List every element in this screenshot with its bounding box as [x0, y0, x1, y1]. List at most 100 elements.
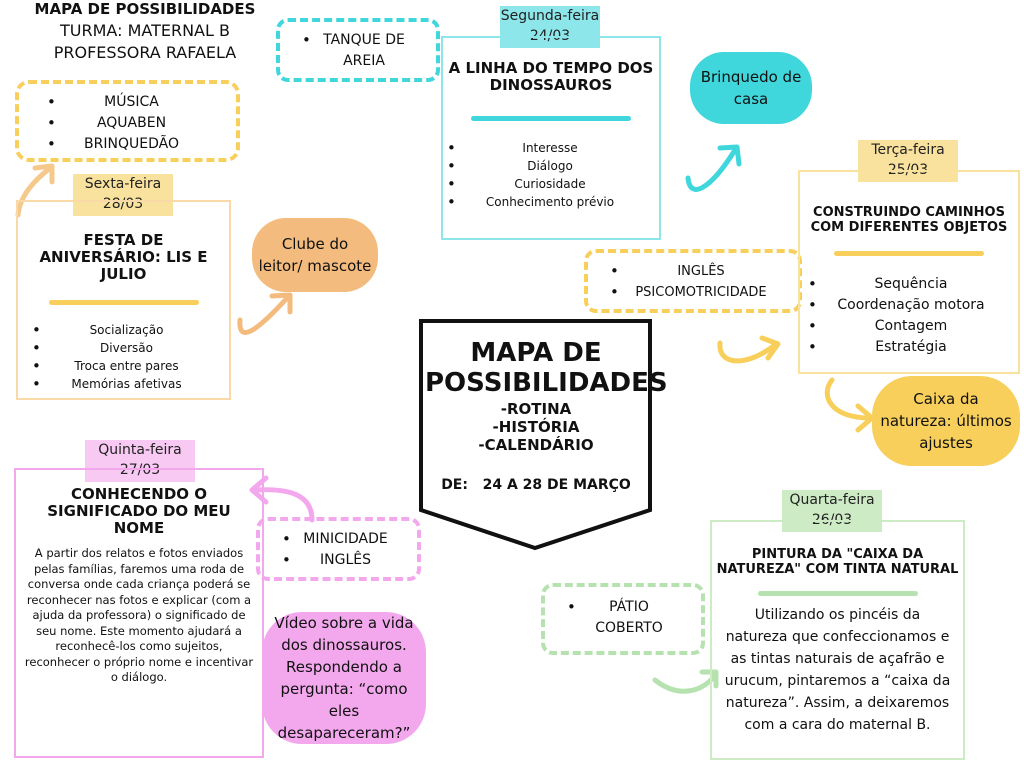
list-item: Coordenação motora	[808, 295, 1014, 316]
list-item: MÚSICA	[47, 92, 216, 113]
title-underline	[757, 591, 918, 597]
item-text: AQUABEN	[96, 115, 167, 131]
item-text: Socialização	[89, 323, 164, 338]
card-title: FESTA DE ANIVERSÁRIO: LIS E JULIO	[39, 231, 208, 283]
card-paragraph: A partir dos relatos e fotos enviados pe…	[24, 546, 254, 685]
item-text: Troca entre pares	[74, 359, 179, 374]
day-name: Terça-feira	[871, 142, 945, 158]
activities-box-patio: PÁTIO COBERTO	[541, 583, 705, 655]
list-item: Memórias afetivas	[32, 375, 221, 393]
day-tag-tuesday: Terça-feira 25/03	[858, 140, 958, 182]
arrow-tuesday-to-caixa	[824, 377, 873, 421]
blob-clube: Clube do leitor/ mascote	[252, 218, 378, 292]
blob-brinquedo: Brinquedo de casa	[690, 52, 812, 124]
card-monday: A LINHA DO TEMPO DOS DINOSSAUROS Interes…	[441, 36, 661, 240]
item-text: Interesse	[522, 140, 578, 155]
blob-text: Caixa da natureza: últimos ajustes	[880, 390, 1012, 452]
header-class: TURMA: MATERNAL B	[60, 21, 230, 40]
list-item: PSICOMOTRICIDADE	[610, 282, 792, 303]
blob-video: Vídeo sobre a vida dos dinossauros. Resp…	[262, 612, 426, 744]
arrow-patio-to-wednesday-head	[699, 669, 719, 689]
list-item: PÁTIO COBERTO	[567, 597, 691, 639]
list-item: Conhecimento prévio	[447, 193, 653, 211]
blob-text: Clube do leitor/ mascote	[258, 235, 372, 275]
card-title: CONSTRUINDO CAMINHOS COM DIFERENTES OBJE…	[810, 205, 1008, 235]
list-item: Diálogo	[447, 157, 653, 175]
arrow-monday-to-brinquedo	[685, 147, 738, 192]
blob-caixa: Caixa da natureza: últimos ajustes	[872, 376, 1020, 466]
day-name: Quinta-feira	[98, 442, 182, 458]
item-text: TANQUE DE AREIA	[323, 32, 405, 69]
blob-text: Brinquedo de casa	[700, 68, 802, 108]
item-text: Contagem	[874, 318, 948, 335]
card-title: PINTURA DA "CAIXA DA NATUREZA" COM TINTA…	[716, 547, 959, 577]
list-item: Sequência	[808, 274, 1014, 295]
list-item: Socialização	[32, 321, 221, 339]
card-tuesday: CONSTRUINDO CAMINHOS COM DIFERENTES OBJE…	[798, 170, 1020, 374]
arrow-minicidade-to-thursday	[252, 487, 315, 523]
item-text: Estratégia	[875, 339, 947, 356]
title-underline	[834, 251, 984, 257]
arrow-ingles-to-tuesday-head	[759, 335, 781, 361]
center-content: MAPA DE POSSIBILIDADES -ROTINA -HISTÓRIA…	[425, 338, 668, 494]
day-tag-thursday: Quinta-feira 27/03	[85, 440, 195, 482]
item-text: MINICIDADE	[303, 531, 388, 547]
arrow-friday-to-music	[15, 165, 53, 218]
item-text: Curiosidade	[514, 176, 586, 191]
arrow-ingles-to-tuesday	[717, 340, 778, 364]
card-friday: FESTA DE ANIVERSÁRIO: LIS E JULIO Social…	[16, 200, 231, 400]
activities-box-minicidade: MINICIDADE INGLÊS	[256, 517, 421, 581]
center-title: MAPA DE POSSIBILIDADES	[425, 338, 668, 398]
card-title: A LINHA DO TEMPO DOS DINOSSAUROS	[448, 59, 654, 94]
center-subitem: -HISTÓRIA	[492, 418, 580, 436]
item-text: Sequência	[874, 276, 948, 293]
arrow-monday-to-brinquedo-head	[717, 144, 742, 167]
header: MAPA DE POSSIBILIDADES TURMA: MATERNAL B…	[25, 0, 265, 64]
list-item: Troca entre pares	[32, 357, 221, 375]
day-tag-wednesday: Quarta-feira 26/03	[782, 490, 882, 532]
item-text: PSICOMOTRICIDADE	[635, 285, 767, 300]
list-item: AQUABEN	[47, 113, 216, 134]
list-item: Diversão	[32, 339, 221, 357]
day-name: Segunda-feira	[500, 8, 600, 24]
arrow-friday-to-clube-head	[269, 292, 293, 315]
item-text: BRINQUEDÃO	[84, 136, 179, 152]
list-item: INGLÊS	[282, 550, 409, 571]
list-item: Estratégia	[808, 337, 1014, 358]
day-tag-friday: Sexta-feira 28/03	[73, 174, 173, 216]
item-text: Memórias afetivas	[71, 377, 182, 392]
blob-text: Vídeo sobre a vida dos dinossauros. Resp…	[274, 614, 414, 742]
item-text: Conhecimento prévio	[485, 194, 615, 209]
header-title: MAPA DE POSSIBILIDADES	[34, 0, 256, 18]
arrow-friday-to-clube	[237, 294, 291, 335]
item-text: MÚSICA	[104, 94, 159, 110]
day-tag-monday: Segunda-feira 24/03	[500, 6, 600, 48]
list-item: Curiosidade	[447, 175, 653, 193]
list-item: TANQUE DE AREIA	[302, 30, 426, 72]
item-text: PÁTIO COBERTO	[595, 599, 663, 636]
card-title: CONHECENDO O SIGNIFICADO DO MEU NOME	[47, 485, 231, 537]
activities-box-music: MÚSICA AQUABEN BRINQUEDÃO	[15, 80, 240, 162]
item-text: Coordenação motora	[837, 297, 985, 314]
list-item: Interesse	[447, 139, 653, 157]
center-subitem: -CALENDÁRIO	[478, 436, 594, 454]
item-text: Diálogo	[527, 158, 573, 173]
list-item: BRINQUEDÃO	[47, 134, 216, 155]
center-dates: DE: 24 A 28 DE MARÇO	[441, 477, 631, 493]
item-text: INGLÊS	[320, 552, 371, 568]
card-paragraph: Utilizando os pincéis da natureza que co…	[724, 607, 951, 734]
activities-box-tanque: TANQUE DE AREIA	[276, 18, 440, 82]
item-text: Diversão	[100, 341, 153, 356]
arrow-minicidade-to-thursday-head	[249, 475, 269, 505]
list-item: MINICIDADE	[282, 529, 409, 550]
center-subitem: -ROTINA	[500, 400, 572, 418]
card-wednesday: PINTURA DA "CAIXA DA NATUREZA" COM TINTA…	[710, 520, 965, 760]
list-item: INGLÊS	[610, 261, 792, 282]
day-name: Sexta-feira	[84, 176, 162, 192]
day-name: Quarta-feira	[789, 492, 875, 508]
item-text: INGLÊS	[677, 264, 725, 279]
title-underline	[471, 115, 631, 121]
list-item: Contagem	[808, 316, 1014, 337]
title-underline	[48, 300, 199, 306]
